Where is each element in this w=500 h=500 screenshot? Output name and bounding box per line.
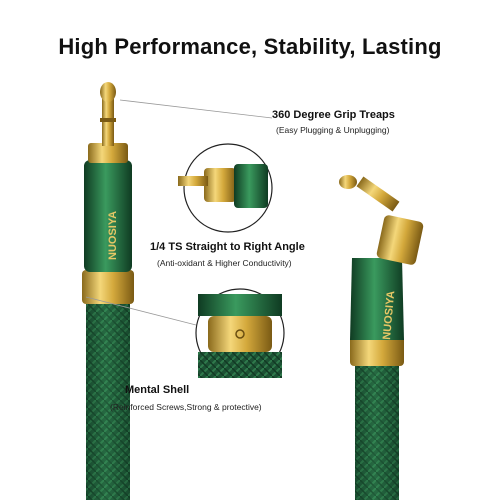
callout-subtitle-angle: (Anti-oxidant & Higher Conductivity) bbox=[157, 258, 292, 268]
right-angle-plug bbox=[339, 175, 424, 500]
brand-mark-left: NUOSIYA bbox=[107, 211, 119, 260]
brand-mark-right: NUOSIYA bbox=[381, 290, 397, 340]
callout-title-angle: 1/4 TS Straight to Right Angle bbox=[150, 241, 305, 253]
callout-subtitle-grip: (Easy Plugging & Unplugging) bbox=[276, 125, 390, 135]
straight-plug bbox=[82, 82, 134, 500]
callout-circle-2 bbox=[195, 288, 285, 378]
callout-title-shell: Mental Shell bbox=[125, 384, 190, 396]
callout-subtitle-shell: (Reinforced Screws,Strong & protective) bbox=[110, 402, 262, 412]
callout-circle-1 bbox=[178, 143, 273, 233]
callout-title-grip: 360 Degree Grip Treaps bbox=[272, 109, 395, 121]
headline: High Performance, Stability, Lasting bbox=[58, 34, 442, 59]
